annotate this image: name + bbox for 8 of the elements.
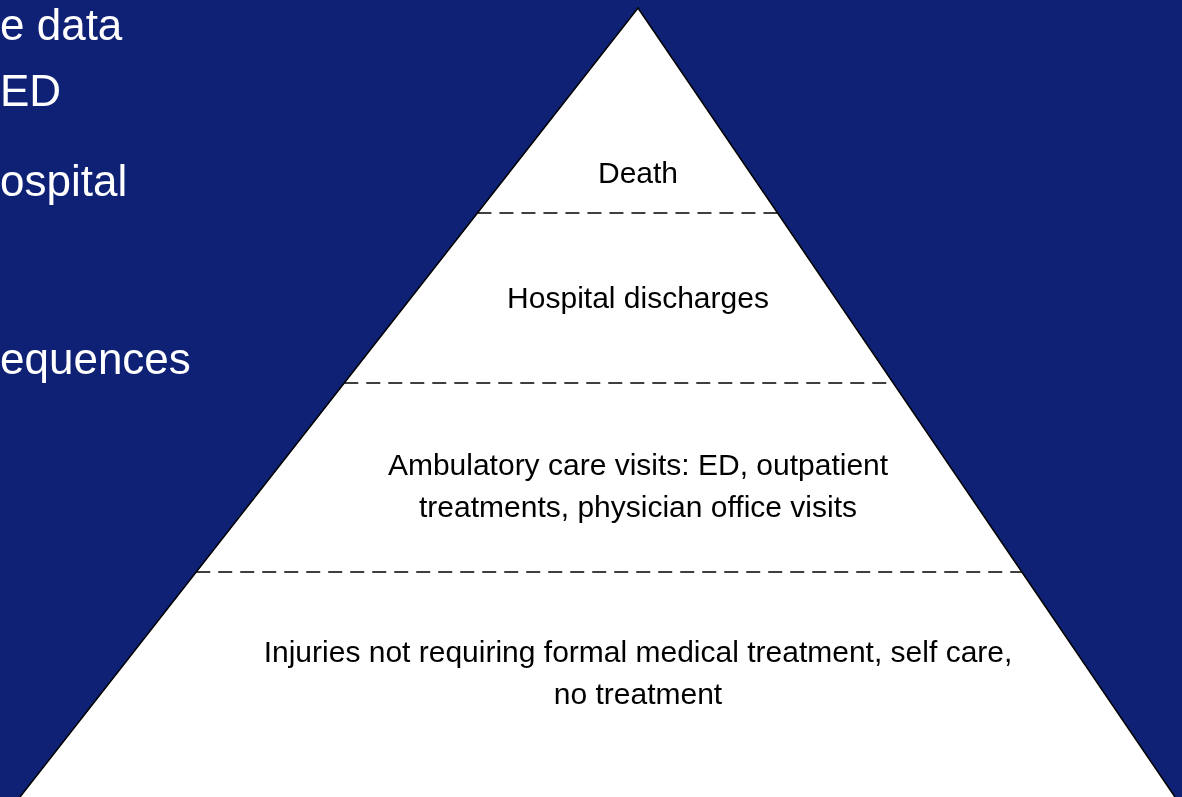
slide-text: ospital — [0, 156, 128, 206]
slide-text: equences — [0, 334, 191, 384]
tier-label: Hospital discharges — [506, 280, 770, 316]
slide-text: e data — [0, 0, 123, 50]
slide-text: ED — [0, 66, 62, 116]
tier-label: Injuries not requiring formal medical treatment, self care, no treatment — [262, 634, 1014, 712]
tier-label: Ambulatory care visits: ED, outpatient treatments, physician office visits — [386, 447, 890, 525]
tier-label: Death — [596, 155, 680, 191]
